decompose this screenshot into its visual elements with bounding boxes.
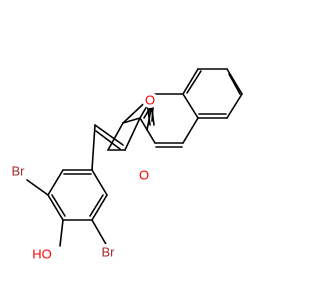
bond bbox=[124, 117, 141, 151]
bond bbox=[47, 169, 64, 196]
bond bbox=[226, 93, 243, 119]
bond bbox=[91, 219, 108, 247]
bond bbox=[91, 194, 108, 221]
bond bbox=[95, 130, 121, 150]
bonds bbox=[26, 68, 243, 247]
bond bbox=[91, 124, 96, 171]
chemical-structure: O O Br Br HO bbox=[8, 68, 243, 262]
atom-labels: O O Br Br HO bbox=[8, 92, 158, 262]
bond bbox=[182, 93, 199, 119]
bromine-upper-label: Br bbox=[12, 164, 26, 179]
carbonyl-oxygen-label: O bbox=[145, 93, 155, 108]
ring-oxygen-label: O bbox=[139, 168, 149, 183]
bond bbox=[107, 122, 124, 151]
bond bbox=[89, 194, 104, 217]
bond bbox=[228, 73, 241, 95]
bond bbox=[122, 117, 141, 124]
hydroxyl-label: HO bbox=[32, 247, 52, 262]
bond bbox=[91, 169, 108, 196]
structure-canvas: O O Br Br HO bbox=[8, 68, 243, 262]
bond bbox=[226, 68, 243, 95]
bond bbox=[94, 124, 124, 146]
bond bbox=[182, 117, 199, 144]
bond bbox=[51, 194, 66, 217]
bond bbox=[47, 194, 64, 221]
bond bbox=[26, 179, 49, 196]
bond bbox=[182, 68, 199, 95]
bond bbox=[186, 70, 202, 94]
bromine-lower-label: Br bbox=[102, 245, 116, 260]
bond bbox=[59, 219, 64, 247]
